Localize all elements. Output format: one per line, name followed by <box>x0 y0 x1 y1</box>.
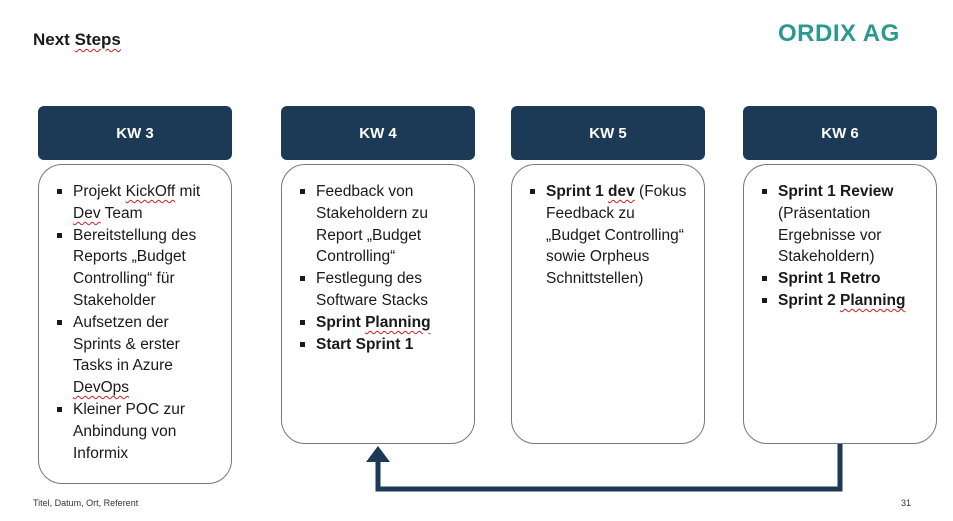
column-header-kw5: KW 5 <box>511 106 705 160</box>
task-item: Sprint 1 Review (Präsentation Ergebnisse… <box>756 181 924 268</box>
task-text: (Präsentation Ergebnisse vor Stakeholder… <box>778 204 882 266</box>
task-text: Planning <box>840 291 906 309</box>
column-header-kw4: KW 4 <box>281 106 475 160</box>
task-item: Aufsetzen der Sprints & erster Tasks in … <box>51 312 219 399</box>
task-text: Projekt <box>73 183 126 200</box>
task-item: Sprint 1 dev (Fokus Feedback zu „Budget … <box>524 181 692 290</box>
task-text: (Fokus Feedback zu „Budget Controlling“ … <box>546 183 687 288</box>
task-list: Sprint 1 Review (Präsentation Ergebnisse… <box>756 181 924 312</box>
task-text: Festlegung des Software Stacks <box>316 270 428 309</box>
task-item: Sprint 2 Planning <box>756 290 924 312</box>
task-text: DevOps <box>73 379 129 397</box>
task-item: Festlegung des Software Stacks <box>294 268 462 312</box>
task-text: Sprint <box>316 313 366 331</box>
company-logo: ORDIX AG <box>778 20 900 47</box>
column-header-kw3: KW 3 <box>38 106 232 160</box>
column-header-kw6: KW 6 <box>743 106 937 160</box>
task-text: Sprint 1 Review <box>778 183 894 200</box>
task-text: Feedback von Stakeholdern zu Report „Bud… <box>316 183 429 266</box>
task-text: Bereitstellung des Reports „Budget Contr… <box>73 226 197 309</box>
task-item: Sprint 1 Retro <box>756 268 924 290</box>
task-text: Dev <box>73 204 101 222</box>
column-box-kw6: Sprint 1 Review (Präsentation Ergebnisse… <box>743 164 937 444</box>
page-number: 31 <box>901 498 912 508</box>
task-item: Sprint Planning <box>294 312 462 334</box>
title-word-next: Next Steps <box>33 30 121 49</box>
task-item: Start Sprint 1 <box>294 334 462 356</box>
task-text: Planning <box>365 313 431 331</box>
task-list: Feedback von Stakeholdern zu Report „Bud… <box>294 181 462 355</box>
task-text: KickOff <box>125 183 176 200</box>
task-text: Aufsetzen der Sprints & erster Tasks in … <box>73 313 180 375</box>
footer-text: Titel, Datum, Ort, Referent <box>33 498 139 508</box>
task-text: Sprint 2 <box>778 291 841 309</box>
task-text: Kleiner POC zur Anbindung von Informix <box>73 400 185 462</box>
slide-title: Next Steps <box>33 30 121 50</box>
column-box-kw4: Feedback von Stakeholdern zu Report „Bud… <box>281 164 475 444</box>
task-item: Kleiner POC zur Anbindung von Informix <box>51 399 219 464</box>
task-item: Projekt KickOff mit Dev Team <box>51 181 219 225</box>
task-item: Bereitstellung des Reports „Budget Contr… <box>51 225 219 312</box>
task-text: Start Sprint 1 <box>316 335 414 353</box>
column-box-kw5: Sprint 1 dev (Fokus Feedback zu „Budget … <box>511 164 705 444</box>
task-list: Sprint 1 dev (Fokus Feedback zu „Budget … <box>524 181 692 290</box>
task-text: mit <box>175 183 201 200</box>
task-text: Sprint 1 Retro <box>778 270 881 288</box>
task-text: dev <box>608 183 635 200</box>
task-text: Sprint 1 <box>546 183 609 200</box>
task-text: Team <box>100 204 143 222</box>
task-item: Feedback von Stakeholdern zu Report „Bud… <box>294 181 462 268</box>
